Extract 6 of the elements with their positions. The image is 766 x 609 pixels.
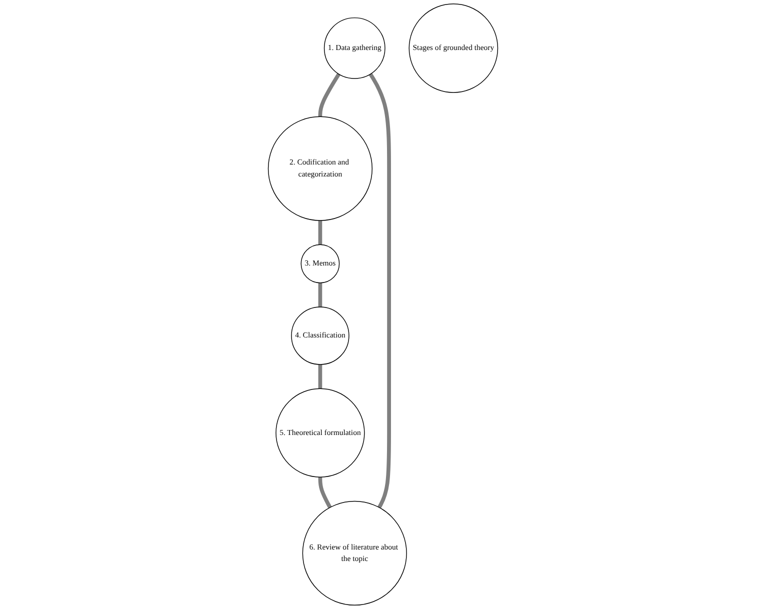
- connector: [318, 477, 332, 508]
- connector: [318, 364, 322, 389]
- connector: [318, 220, 322, 245]
- connector: [318, 282, 322, 307]
- connector: [368, 73, 391, 508]
- connector: [318, 73, 340, 117]
